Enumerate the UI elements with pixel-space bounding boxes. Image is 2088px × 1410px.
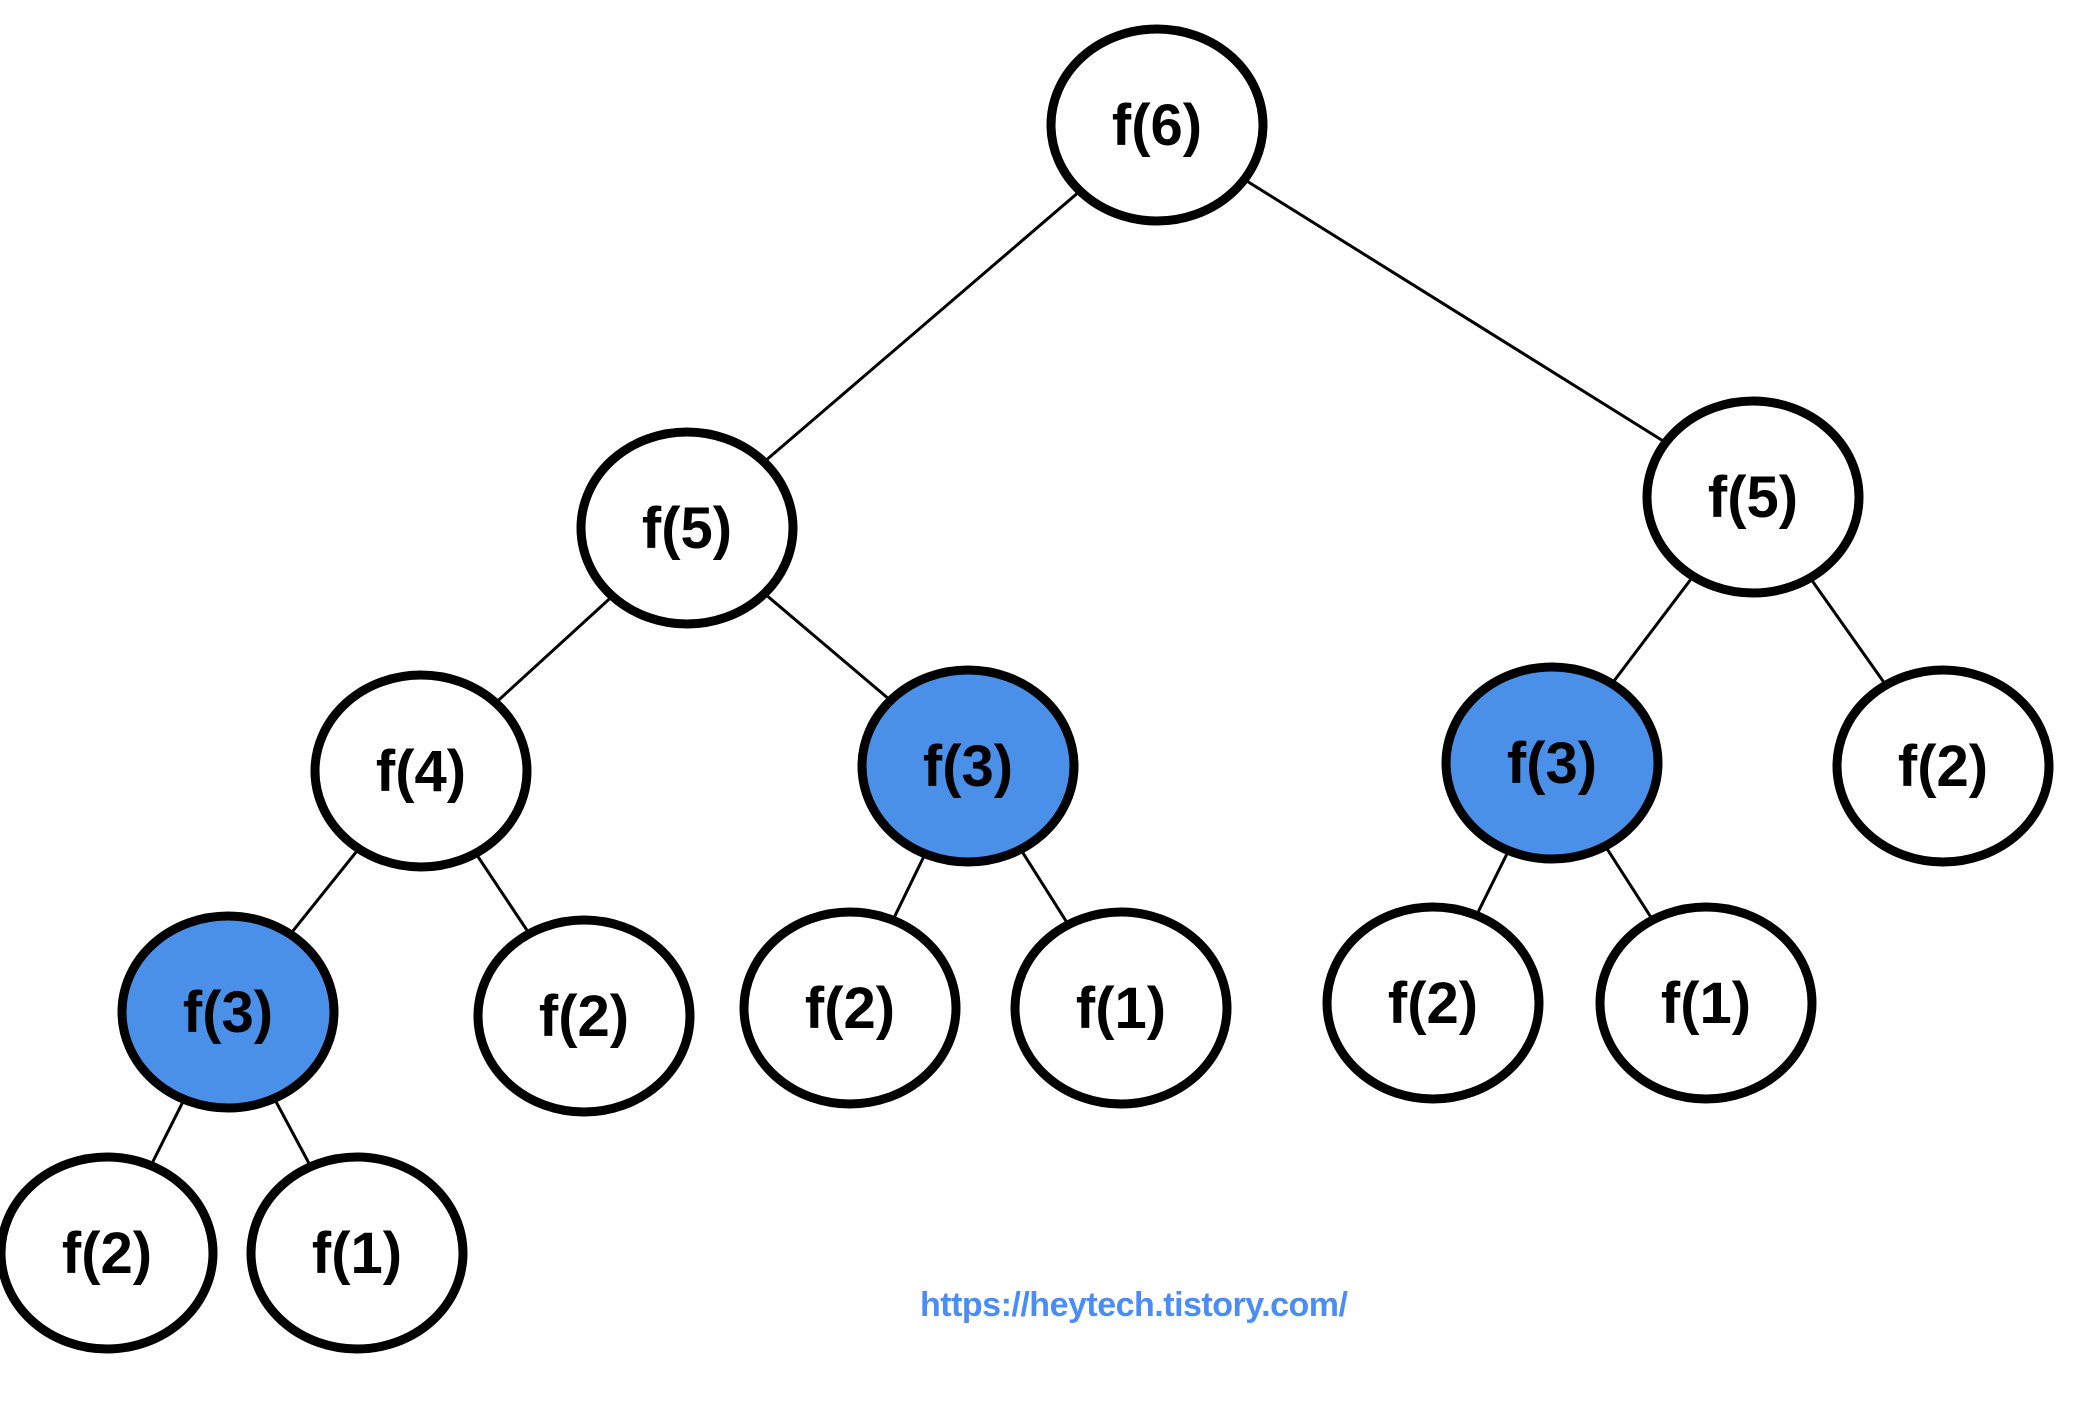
node-label-f2-right: f(2) [1388,971,1478,1036]
node-label-f2-bottom-left: f(2) [62,1221,152,1286]
tree-node-f2-bottom-left: f(2) [0,1152,218,1354]
tree-node-f1-mid: f(1) [1010,907,1232,1109]
tree-node-f2-mid: f(2) [739,907,961,1109]
node-label-f5-left: f(5) [642,496,732,561]
tree-node-f6: f(6) [1046,24,1268,226]
tree-node-f2-right: f(2) [1322,902,1544,1104]
edge-f6-to-f5-right [1155,123,1755,499]
node-label-f6: f(6) [1112,93,1202,158]
node-label-f2-far-right: f(2) [1898,734,1988,799]
tree-node-f2-under-f4: f(2) [473,915,695,1117]
node-label-f2-mid: f(2) [805,976,895,1041]
node-label-f1-bottom-left: f(1) [312,1221,402,1286]
node-label-f3-mid: f(3) [923,734,1013,799]
node-label-f1-right: f(1) [1661,971,1751,1036]
node-circle-f5-right [1642,396,1864,598]
node-circle-f1-mid [1010,907,1232,1109]
node-label-f4: f(4) [376,739,466,804]
node-circle-f6 [1046,24,1268,226]
node-circle-f1-bottom-left [246,1152,468,1354]
tree-node-f2-far-right: f(2) [1832,665,2054,867]
node-circle-f2-under-f4 [473,915,695,1117]
node-circle-f2-right [1322,902,1544,1104]
node-circle-f2-bottom-left [0,1152,218,1354]
tree-node-f4: f(4) [310,670,532,872]
node-label-f3-left: f(3) [183,980,273,1045]
node-circle-f3-mid-highlighted [857,665,1079,867]
node-label-f2-under-f4: f(2) [539,984,629,1049]
node-circle-f3-left-highlighted [117,911,339,1113]
watermark-url: https://heytech.tistory.com/ [920,1286,1348,1324]
tree-node-f5-left: f(5) [576,427,798,629]
tree-node-f3-right: f(3) [1441,662,1663,864]
node-circle-f5-left [576,427,798,629]
tree-node-f1-bottom-left: f(1) [246,1152,468,1354]
node-label-f5-right: f(5) [1708,465,1798,530]
node-circle-f2-far-right [1832,665,2054,867]
node-circle-f1-right [1595,902,1817,1104]
tree-node-f1-right: f(1) [1595,902,1817,1104]
node-label-f1-mid: f(1) [1076,976,1166,1041]
node-layer: f(6) f(5) f(5) f(4) f(3) f(3) f(2) f(3) f(2) f(2)… [0,24,2054,1354]
tree-node-f3-left: f(3) [117,911,339,1113]
tree-node-f5-right: f(5) [1642,396,1864,598]
node-circle-f2-mid [739,907,961,1109]
node-circle-f4 [310,670,532,872]
node-circle-f3-right-highlighted [1441,662,1663,864]
tree-node-f3-mid: f(3) [857,665,1079,867]
node-label-f3-right: f(3) [1507,731,1597,796]
